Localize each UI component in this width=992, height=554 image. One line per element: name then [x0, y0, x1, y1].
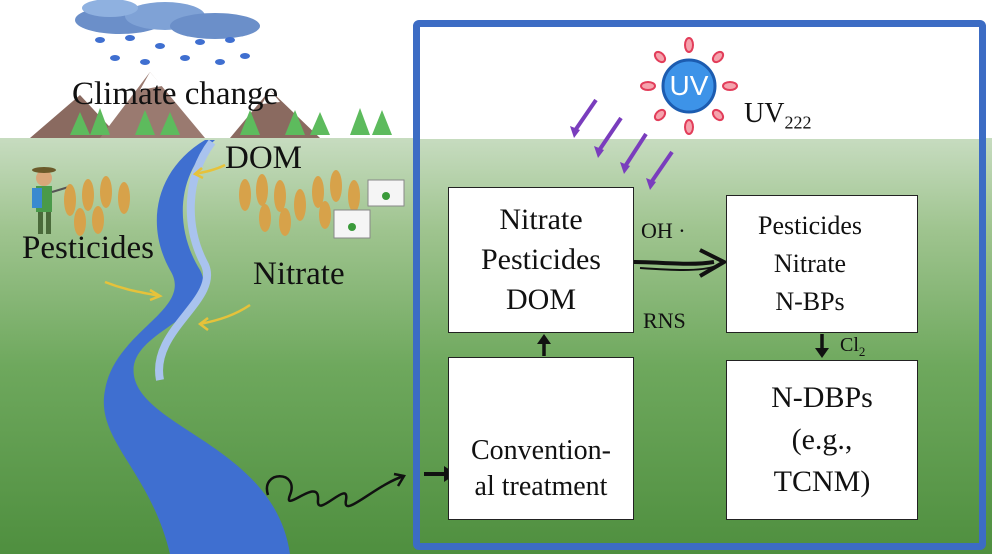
dbps-box: N-DBPs (e.g., TCNM) — [726, 360, 918, 520]
trees-icon — [70, 108, 392, 135]
nitrate-label: Nitrate — [253, 256, 345, 292]
uv222-label-main: UV — [744, 98, 785, 129]
rns-label: RNS — [643, 308, 686, 333]
river — [103, 140, 290, 554]
treatment-line: al treatment — [474, 471, 608, 502]
down-arrow-icon — [815, 334, 829, 358]
chlorine-label-main: Cl — [840, 334, 859, 356]
wheat-icon — [64, 170, 360, 236]
up-arrow-icon — [537, 334, 551, 356]
treatment-line: Convention- — [471, 435, 611, 466]
conventional-treatment-box: Convention- al treatment — [448, 357, 634, 520]
products-box: Pesticides Nitrate N-BPs — [726, 195, 918, 333]
rain-cloud-icon — [75, 0, 260, 39]
chlorine-label: Cl2 — [840, 335, 865, 358]
reaction-arrow-icon — [633, 248, 729, 278]
uv222-label-sub: 222 — [784, 112, 812, 133]
input-item: Nitrate — [499, 203, 583, 236]
uv222-label: UV222 — [744, 100, 811, 132]
uv-sun-text: UV — [669, 70, 709, 101]
inputs-box: Nitrate Pesticides DOM — [448, 187, 634, 333]
product-item: Pesticides — [758, 211, 862, 240]
squiggle-flow-arrow-icon — [265, 472, 406, 508]
pesticides-label: Pesticides — [22, 230, 154, 266]
dom-label: DOM — [225, 140, 303, 176]
raindrops-icon — [95, 35, 250, 65]
uv-ray-icon — [572, 98, 674, 186]
product-item: N-BPs — [775, 287, 845, 316]
runoff-arrow-icon — [104, 163, 251, 331]
uv-ray-heads-icon — [570, 126, 656, 190]
uv-sun-icon — [640, 37, 738, 135]
oh-radical-label: OH · — [641, 218, 686, 243]
input-item: Pesticides — [481, 243, 601, 276]
input-item: DOM — [505, 283, 576, 316]
product-item: Nitrate — [773, 249, 847, 278]
farmer-icon — [32, 167, 73, 234]
climate-change-label: Climate change — [72, 76, 279, 112]
dbp-item: N-DBPs — [771, 381, 873, 414]
dbp-item: (e.g., — [791, 423, 853, 456]
chlorine-label-sub: 2 — [858, 344, 866, 359]
fertilizer-bag-icon — [333, 179, 405, 239]
dbp-item: TCNM) — [773, 465, 871, 498]
treatment-frame — [413, 20, 986, 550]
